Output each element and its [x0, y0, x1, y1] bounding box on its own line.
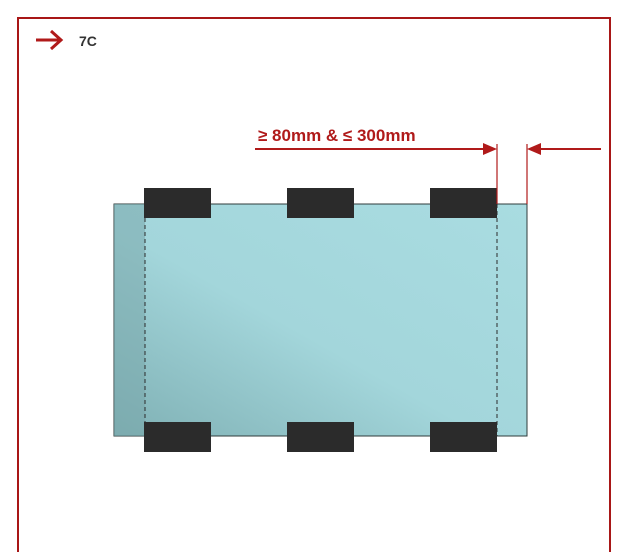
dimension-label: ≥ 80mm & ≤ 300mm [258, 126, 416, 145]
support-block-bottom-middle [287, 422, 354, 452]
panel-edge-strip [114, 204, 145, 436]
support-block-bottom-left [144, 422, 211, 452]
right-arrow-icon [36, 29, 64, 51]
diagram-code: 7C [79, 33, 97, 49]
glass-panel [113, 203, 528, 437]
support-block-top-right [430, 188, 497, 218]
support-block-bottom-right [430, 422, 497, 452]
support-block-top-left [144, 188, 211, 218]
support-block-top-middle [287, 188, 354, 218]
dimension-arrow-right [527, 143, 601, 155]
dimension-arrow-left [255, 143, 497, 155]
frame-border [17, 17, 611, 552]
